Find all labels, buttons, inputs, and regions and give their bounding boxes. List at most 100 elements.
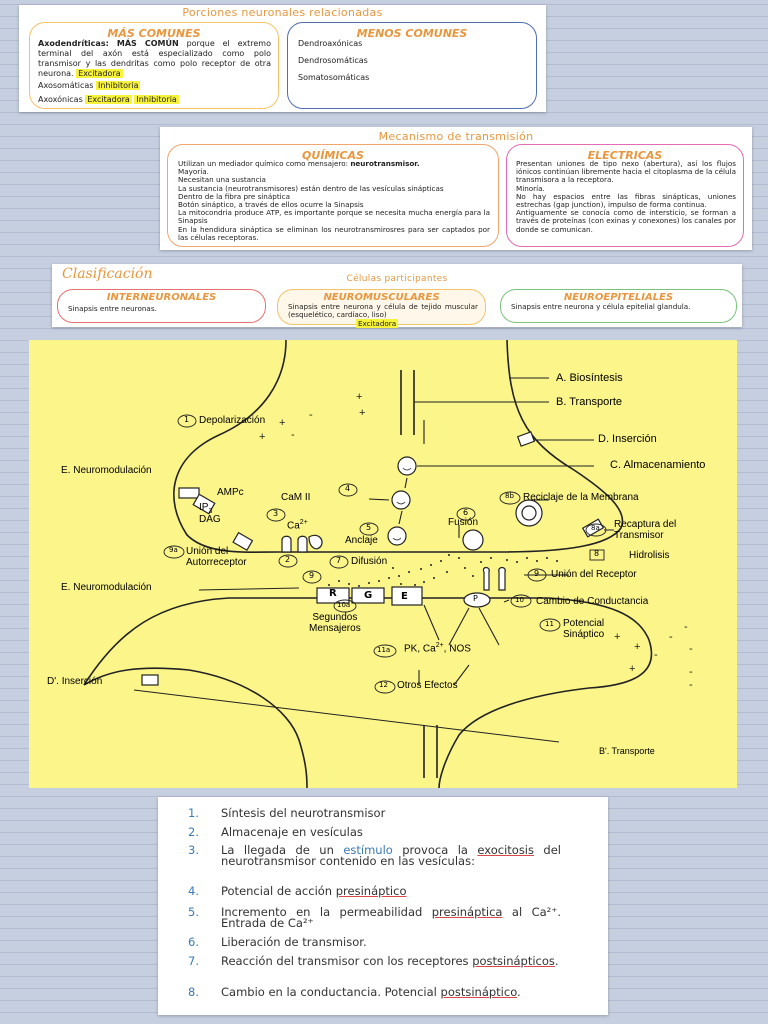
step-number: 5 [366, 523, 372, 532]
svg-text:-: - [684, 621, 688, 633]
card-title: Mecanismo de transmisión [378, 130, 534, 143]
card-clasificacion: Clasificación Células participantes INTE… [52, 264, 742, 328]
svg-text:-: - [689, 679, 693, 691]
svg-text:+: + [259, 431, 265, 443]
charge-signs: +++ --+ +++ --- --- [259, 391, 693, 691]
card-mecanismo-transmision: Mecanismo de transmisión QUÍMICAS Utiliz… [160, 127, 752, 250]
box-heading: NEUROEPITELIALES [563, 292, 674, 303]
label-hidrolisis: Hidrolisis [629, 550, 670, 561]
postsynaptic-outline [83, 597, 653, 789]
step-number: 10a [337, 601, 351, 609]
label-difusion: Difusión [351, 556, 388, 567]
step-number: 1 [184, 415, 190, 424]
label-ca: Ca2+ [287, 519, 308, 532]
axoaxonicas-text: Axoxónicas Excitadora Inhibitoria [38, 95, 179, 104]
label-e-neuromodulacion: E. Neuromodulación [61, 465, 152, 476]
neurotransmitter-dots [328, 554, 558, 587]
svg-text:-: - [654, 649, 658, 661]
label-ip3: IP3 [199, 502, 213, 515]
label-reciclaje: Reciclaje de la Membrana [523, 492, 639, 503]
label-b-transporte: B. Transporte [556, 396, 623, 408]
electricas-text: Presentan uniones de tipo nexo (abertura… [516, 159, 736, 234]
postsynaptic-outline [83, 667, 308, 789]
quimicas-text: Utilizan un mediador químico como mensaj… [178, 159, 490, 242]
card-title: Células participantes [346, 274, 448, 284]
box-menos-comunes: MENOS COMUNES Dendroaxónicas Dendrosomát… [287, 22, 537, 109]
svg-text:-: - [309, 409, 313, 421]
axodendriticas-text: Axodendríticas: MÁS COMÚN porque el extr… [38, 39, 271, 78]
box-heading: QUÍMICAS [302, 149, 364, 162]
label-anclaje: Anclaje [345, 535, 378, 546]
step-number: 8a [591, 524, 600, 532]
neuromusculares-text: Sinapsis entre neurona y célula de tejid… [288, 302, 478, 319]
svg-text:+: + [279, 417, 285, 429]
step-number: 11 [545, 620, 554, 628]
box-mas-comunes: MÁS COMUNES Axodendríticas: MÁS COMÚN po… [29, 22, 279, 109]
step-number: 10 [515, 596, 524, 604]
steps-list: 1. Síntesis del neurotransmisor 2. Almac… [158, 797, 608, 1015]
svg-text:+: + [356, 391, 362, 403]
label-g: G [364, 590, 373, 601]
svg-text:-: - [689, 666, 693, 678]
axosomaticas-text: Axosomáticas Inhibitoria [38, 81, 141, 90]
step-number: 9 [534, 569, 540, 578]
step-number: 7 [336, 556, 342, 565]
menos-item: Somatosomáticas [298, 73, 370, 82]
label-ampc: AMPc [217, 487, 244, 498]
presynaptic-outline [173, 339, 624, 553]
label-cambio-conductancia: Cambio de Conductancia [536, 596, 649, 607]
menos-item: Dendroaxónicas [298, 39, 363, 48]
label-d-insercion: D. Inserción [598, 433, 657, 445]
step-number: 12 [379, 681, 388, 689]
svg-text:+: + [629, 663, 635, 675]
label-fusion: Fusión [448, 517, 479, 528]
step-number: 3 [273, 509, 279, 518]
label-e: E [401, 591, 408, 602]
box-heading: MENOS COMUNES [356, 27, 468, 40]
label-p: P [473, 594, 478, 603]
box-heading: INTERNEURONALES [106, 292, 217, 303]
tag-excitadora: Excitadora [85, 95, 132, 104]
clasificacion-title: Clasificación [62, 266, 153, 282]
step-number: 8b [505, 492, 514, 500]
tag-inhibitoria: Inhibitoria [96, 81, 141, 90]
tag-excitadora: Excitadora [76, 69, 123, 78]
card-title: Porciones neuronales relacionadas [182, 6, 383, 19]
svg-text:+: + [634, 641, 640, 653]
step-number: 9 [309, 571, 315, 580]
box-neuroepiteliales: NEUROEPITELIALES Sinapsis entre neurona … [500, 289, 737, 323]
box-quimicas: QUÍMICAS Utilizan un mediador químico co… [167, 144, 499, 247]
svg-text:-: - [689, 643, 693, 655]
step-number: 8 [594, 549, 600, 558]
label-cam-ii: CaM II [281, 492, 311, 503]
label-d-prime-insercion: D'. Inserción [47, 676, 103, 687]
step-number: 2 [285, 555, 291, 564]
box-interneuronales: INTERNEURONALES Sinapsis entre neuronas. [57, 289, 266, 323]
step-number: 11a [377, 646, 391, 654]
label-otros-efectos: Otros Efectos [397, 680, 458, 691]
label-c-almacenamiento: C. Almacenamiento [610, 459, 706, 471]
step-number: 4 [345, 484, 351, 493]
card-porciones-neuronales: Porciones neuronales relacionadas MÁS CO… [19, 5, 546, 112]
neuroepiteliales-text: Sinapsis entre neurona y célula epitelia… [511, 302, 691, 311]
label-a-biosintesis: A. Biosíntesis [556, 372, 623, 384]
tag-inhibitoria: Inhibitoria [134, 95, 179, 104]
box-neuromusculares: NEUROMUSCULARES Sinapsis entre neurona y… [277, 289, 486, 328]
svg-text:-: - [291, 429, 295, 441]
label-r: R [329, 588, 337, 599]
svg-text:+: + [359, 407, 365, 419]
step-number: 9a [169, 546, 178, 554]
box-heading: ELECTRICAS [587, 149, 663, 162]
menos-item: Dendrosomáticas [298, 56, 368, 65]
label-b-prime-transporte: B'. Transporte [599, 746, 655, 756]
box-heading: MÁS COMUNES [107, 27, 201, 40]
label-e-neuromodulacion: E. Neuromodulación [61, 582, 152, 593]
label-union-receptor: Unión del Receptor [551, 569, 637, 580]
svg-text:-: - [669, 631, 673, 643]
box-electricas: ELECTRICAS Presentan uniones de tipo nex… [506, 144, 744, 247]
label-dag: DAG [199, 514, 221, 525]
